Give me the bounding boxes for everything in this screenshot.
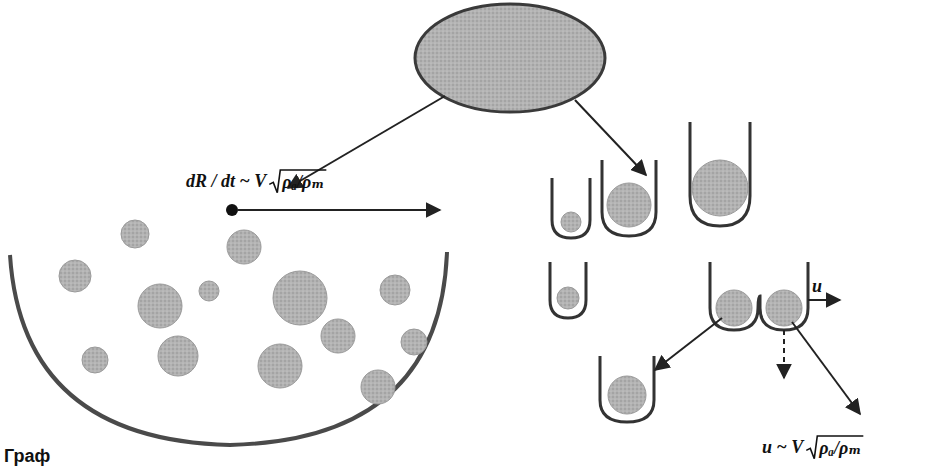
formula-text: u ~ V (762, 437, 803, 458)
escape-arrow (783, 330, 785, 378)
escape-arrow (655, 318, 722, 370)
velocity-arrow (808, 299, 840, 301)
velocity-label: u (812, 276, 822, 297)
center-dot (226, 204, 238, 216)
radius-arrow (238, 209, 440, 211)
formula-radicand: ρₐ/ρₘ (282, 172, 324, 193)
formula-radicand: ρₐ/ρₘ (819, 438, 861, 459)
fragments (59, 220, 427, 404)
bowl (10, 252, 447, 445)
particles (557, 160, 802, 414)
branch-arrow (575, 100, 646, 175)
wells (550, 122, 808, 422)
radical-sign (269, 170, 326, 193)
radical-sign (806, 436, 863, 459)
caption-fragment: Граф (4, 446, 50, 467)
formula-text: dR / dt ~ V (186, 171, 266, 192)
escape-arrow (792, 322, 860, 414)
